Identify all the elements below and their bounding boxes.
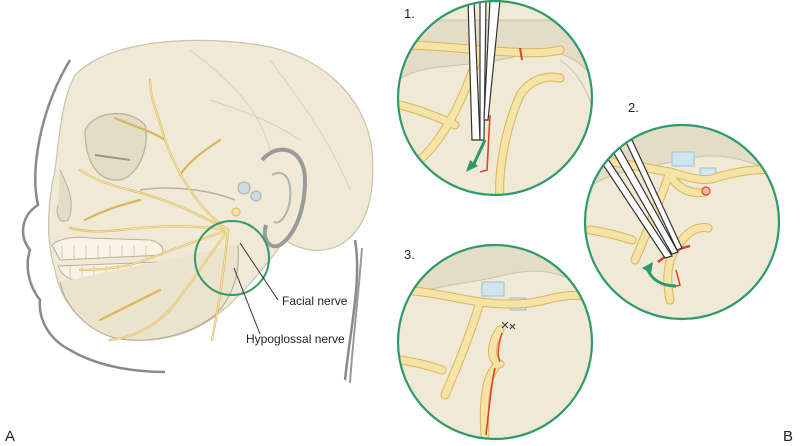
step-1-label: 1. (404, 6, 415, 21)
step-1-detail (396, 0, 594, 197)
skull-illustration (21, 39, 374, 381)
step-2-detail (583, 123, 781, 321)
zoom-circle-skull (194, 220, 270, 296)
step-3-label: 3. (404, 247, 415, 262)
hypoglossal-nerve-label: Hypoglossal nerve (246, 332, 345, 346)
facial-nerve-branches-fill (69, 79, 229, 341)
panel-a-label: A (5, 428, 15, 445)
panel-b-label: B (783, 428, 793, 445)
step-2-label: 2. (628, 100, 639, 115)
teeth-upper (51, 236, 164, 261)
neck-contour (349, 247, 363, 384)
facial-nerve-label: Facial nerve (282, 294, 348, 308)
hypoglossal-nerve-leader (233, 267, 261, 335)
facial-nerve-leader (239, 242, 279, 301)
step-3-detail (396, 243, 594, 441)
